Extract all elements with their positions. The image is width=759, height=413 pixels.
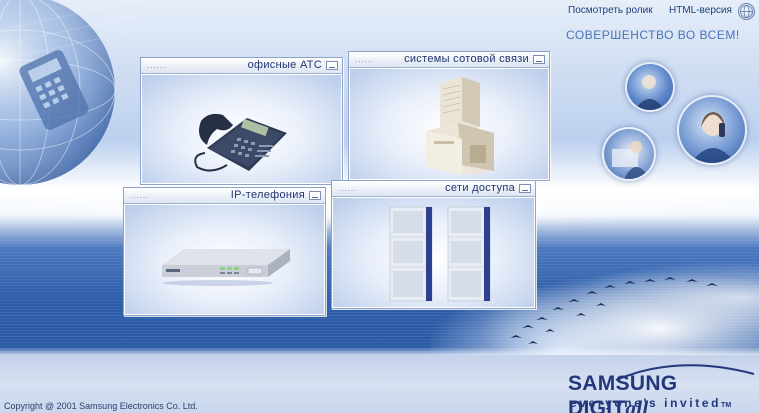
html-version-link[interactable]: HTML-версия [669,5,732,16]
minimize-icon[interactable] [326,61,338,70]
panel-grip: ...... [338,184,358,193]
panel-body [142,75,341,183]
tagline: СОВЕРШЕНСТВО ВО ВСЕМ! [566,28,740,42]
panel-title: сети доступа [445,182,515,194]
panel-title: IP-телефония [230,189,305,201]
panel-ip-telephony[interactable]: ...... IP-телефония [123,187,326,316]
panel-title: системы сотовой связи [404,53,529,65]
minimize-icon[interactable] [309,191,321,200]
panel-header: ...... системы сотовой связи [349,52,549,68]
logo-all: all [625,396,649,413]
panel-body [125,205,324,314]
logo-tagline: everyone's invitedTM [570,396,731,410]
logo-samsung-digit: SAMSUNG DIGIT [568,372,678,413]
globe-decoration [0,0,140,186]
footer-bar [0,355,759,413]
samsung-digitall-logo[interactable]: SAMSUNG DIGITall everyone's invitedTM [568,363,758,413]
trademark: TM [721,402,732,409]
office-worker-photo [602,127,656,181]
minimize-icon[interactable] [519,184,531,193]
panel-body [333,198,534,307]
minimize-icon[interactable] [533,55,545,64]
panel-office-pbx[interactable]: ...... офисные АТС [140,57,343,185]
panel-grip: ...... [147,61,167,70]
logo-main-text: SAMSUNG DIGITall [568,372,758,413]
panel-title: офисные АТС [247,59,322,71]
globe-icon[interactable] [738,3,755,20]
panel-access-networks[interactable]: ...... сети доступа [331,180,536,309]
copyright-text: Copyright @ 2001 Samsung Electronics Co.… [4,401,198,411]
access-network-racks-icon [389,206,491,302]
business-photo [625,62,675,112]
logo-tagline-text: everyone's invited [570,396,722,410]
panel-grip: ...... [355,55,375,64]
ip-gateway-icon [162,249,290,286]
panel-body [350,69,548,179]
logo-swoosh-icon [615,364,755,381]
panel-header: ...... IP-телефония [124,188,325,204]
birds-decoration [510,277,718,344]
watch-video-link[interactable]: Посмотреть ролик [568,5,653,16]
panel-header: ...... офисные АТС [141,58,342,74]
panel-cellular-systems[interactable]: ...... системы сотовой связи [348,51,550,181]
panel-header: ...... сети доступа [332,181,535,197]
office-phone-icon [194,113,287,172]
woman-on-phone-photo [677,95,747,165]
panel-grip: ...... [130,191,150,200]
cellular-cabinet-icon [426,77,494,175]
